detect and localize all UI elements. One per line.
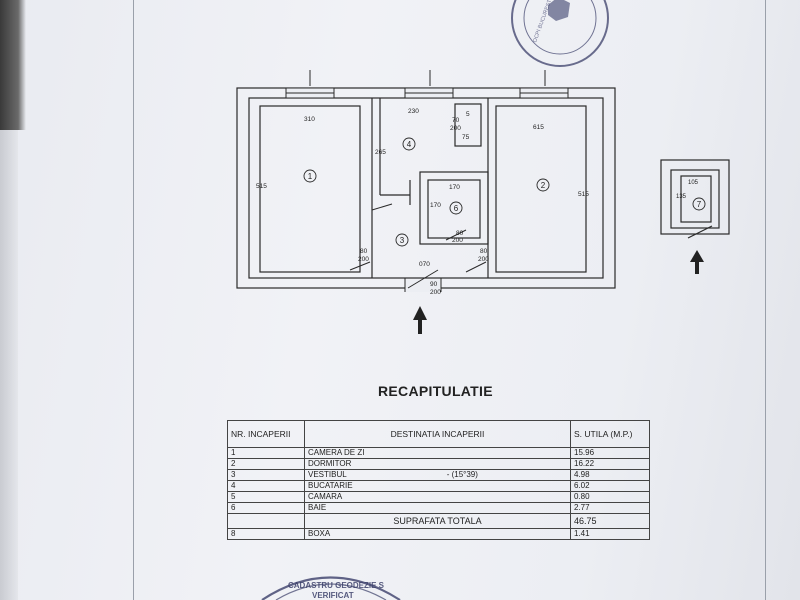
outer-walls [236, 87, 616, 289]
room-number-6: 6 [454, 204, 459, 213]
row-nr: 8 [227, 528, 305, 540]
row-area: 6.02 [570, 480, 650, 492]
stamp-top [511, 0, 609, 67]
row-nr: 4 [227, 480, 305, 492]
storage-box-dimensions: 105 135 [676, 180, 699, 200]
dim-entry-1: 90 [430, 281, 438, 288]
dim-top-left: 310 [304, 116, 315, 123]
row-destination: BUCATARIE [304, 480, 571, 492]
storage-box-plan [660, 159, 730, 239]
room-number-7: 7 [697, 200, 702, 209]
entry-arrows [413, 250, 704, 334]
row-destination: BOXA [304, 528, 571, 540]
table-row: 1 CAMERA DE ZI 15.96 [227, 447, 650, 459]
dim-left-height: 515 [256, 183, 267, 190]
total-nr-empty [227, 513, 305, 529]
recap-title: RECAPITULATIE [378, 383, 493, 399]
row-note: - (15°39) [446, 470, 478, 479]
dim-box-width: 105 [688, 180, 699, 186]
dim-top-mid: 230 [408, 108, 419, 115]
dim-room6-height: 170 [430, 202, 441, 209]
row-nr: 6 [227, 502, 305, 514]
dim-wc-1: 5 [466, 111, 470, 118]
header-area: S. UTILA (M.P.) [570, 420, 650, 448]
page-edge-shadow [0, 0, 26, 130]
dim-door-3b: 200 [452, 237, 463, 244]
dim-room4-side: 265 [375, 149, 386, 156]
margin-line-right [765, 0, 766, 600]
dim-door-3: 80 [456, 230, 464, 237]
dim-door-1b: 200 [358, 256, 369, 263]
stamp-bottom: CADASTRU GEODEZIE S VERIFICAT [261, 576, 401, 600]
dim-bottom-mid: 070 [419, 261, 430, 268]
total-row: SUPRAFATA TOTALA 46.75 [227, 513, 650, 529]
window-markers [309, 70, 546, 86]
dim-door-4b: 200 [450, 125, 461, 132]
row-destination: CAMERA DE ZI [304, 447, 571, 459]
room-number-2: 2 [541, 181, 546, 190]
room-number-1: 1 [308, 172, 313, 181]
recap-header-row: NR. INCAPERII DESTINATIA INCAPERII S. UT… [227, 420, 650, 448]
row-area: 16.22 [570, 458, 650, 470]
table-row: 8 BOXA 1.41 [227, 528, 650, 540]
row-area: 15.96 [570, 447, 650, 459]
room-number-4: 4 [407, 140, 412, 149]
dim-wc-2: 75 [462, 134, 470, 141]
room-number-3: 3 [400, 236, 405, 245]
row-destination: VESTIBUL- (15°39) [304, 469, 571, 481]
row-destination: CAMARA [304, 491, 571, 503]
dim-box-height: 135 [676, 194, 687, 200]
row-nr: 1 [227, 447, 305, 459]
total-label: SUPRAFATA TOTALA [304, 513, 571, 529]
windows [285, 87, 569, 99]
row-area: 0.80 [570, 491, 650, 503]
page-fold-shadow [0, 130, 18, 600]
recap-table: NR. INCAPERII DESTINATIA INCAPERII S. UT… [227, 420, 650, 540]
stamp-bottom-text: CADASTRU GEODEZIE S [288, 581, 385, 590]
row-area: 1.41 [570, 528, 650, 540]
row-nr: 5 [227, 491, 305, 503]
dim-door-1: 80 [360, 248, 368, 255]
row-area: 2.77 [570, 502, 650, 514]
dim-right-height: 515 [578, 191, 589, 198]
dim-door-2: 80 [480, 248, 488, 255]
dim-top-right: 615 [533, 124, 544, 131]
room-numbers: 1 2 3 4 6 7 [308, 140, 702, 245]
dim-room6-width: 170 [449, 184, 460, 191]
total-value: 46.75 [570, 513, 650, 529]
row-nr: 2 [227, 458, 305, 470]
row-destination: BAIE [304, 502, 571, 514]
margin-line-left [133, 0, 134, 600]
table-row: 5 CAMARA 0.80 [227, 491, 650, 503]
room-markers [303, 137, 706, 247]
entrance-door [349, 203, 487, 292]
dim-entry-2: 200 [430, 289, 441, 296]
table-row: 3 VESTIBUL- (15°39) 4.98 [227, 469, 650, 481]
row-nr: 3 [227, 469, 305, 481]
table-row: 2 DORMITOR 16.22 [227, 458, 650, 470]
interior-walls [259, 98, 587, 278]
stamp-top-text: OCPI BUCURESTI [532, 0, 554, 44]
header-destination: DESTINATIA INCAPERII [304, 420, 571, 448]
row-area: 4.98 [570, 469, 650, 481]
header-nr: NR. INCAPERII [227, 420, 305, 448]
table-row: 4 BUCATARIE 6.02 [227, 480, 650, 492]
dimension-labels: 310 230 615 515 515 265 170 170 5 75 80 … [256, 108, 589, 296]
table-row: 6 BAIE 2.77 [227, 502, 650, 514]
dim-door-2b: 200 [478, 256, 489, 263]
row-destination: DORMITOR [304, 458, 571, 470]
dim-door-4: 70 [452, 117, 460, 124]
stamp-bottom-text-2: VERIFICAT [312, 591, 354, 600]
